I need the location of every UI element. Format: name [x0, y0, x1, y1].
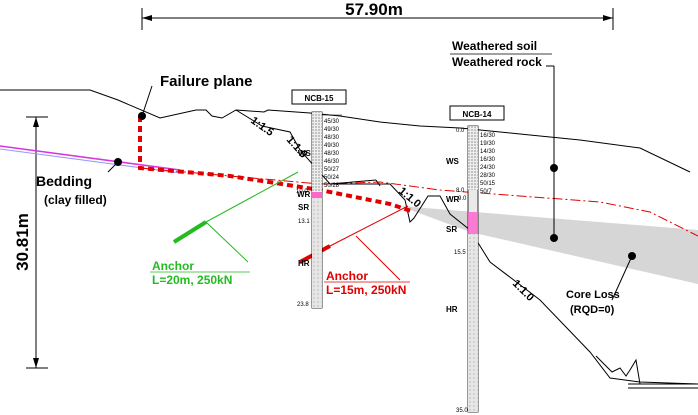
- slope-ratio-1: 1:1.5: [248, 115, 275, 139]
- ncb14-depth-4: 15.5: [454, 250, 466, 256]
- ncb14-zone-ws: WS: [446, 157, 460, 166]
- ncb15-spt-8: 50/24: [324, 175, 340, 181]
- slope-profile: [235, 109, 698, 385]
- ground-surface: [0, 89, 691, 173]
- ncb14-spt-1: 16/30: [480, 133, 496, 139]
- ncb15-spt-7: 50/27: [324, 167, 340, 173]
- anchor-green-bar: [172, 220, 208, 244]
- core-loss-sublabel: (RQD=0): [570, 304, 615, 316]
- weathered-soil-label: Weathered soil: [452, 39, 537, 53]
- ncb14-depth-1: 0.0: [456, 128, 465, 134]
- top-dimension: 57.90m: [141, 0, 614, 30]
- weathered-boundary-line: [139, 167, 698, 237]
- ncb14-spt-2: 19/30: [480, 141, 496, 147]
- ncb14-depth-5: 35.0: [456, 408, 468, 414]
- ncb14-spt-7: 50/15: [480, 181, 496, 187]
- ncb15-spt-2: 49/30: [324, 127, 340, 133]
- ncb15-zone-ws: WS: [298, 149, 312, 158]
- borehole-ncb-15: NCB-15 45/30 49/30 48/30 49/30 48/30 46/…: [291, 89, 347, 309]
- failure-plane-label: Failure plane: [160, 73, 253, 90]
- anchor-green-spec: L=20m, 250kN: [152, 273, 232, 287]
- ncb14-depth-3: 9.0: [458, 196, 467, 202]
- ncb14-zone-sr: SR: [446, 225, 457, 234]
- bedding-label: Bedding: [36, 173, 92, 189]
- weathered-rock-label: Weathered rock: [452, 55, 542, 69]
- ncb15-spt-4: 49/30: [324, 143, 340, 149]
- ncb14-spt-5: 24/30: [480, 165, 496, 171]
- ncb14-zone-wr: WR: [446, 195, 460, 204]
- ncb15-spt-3: 48/30: [324, 135, 340, 141]
- ncb15-zone-sr: SR: [298, 203, 309, 212]
- ncb15-spt-6: 46/30: [324, 159, 340, 165]
- ncb15-depth-2: 13.1: [298, 219, 310, 225]
- slope-ratio-4: 1:1.0: [510, 278, 536, 304]
- borehole-ncb-14-name: NCB-14: [463, 110, 492, 119]
- ncb15-spt-9: 50/28: [324, 183, 340, 189]
- borehole-ncb-15-name: NCB-15: [305, 94, 334, 103]
- ncb14-spt-8: 50/7: [480, 189, 492, 195]
- top-dimension-label: 57.90m: [345, 0, 403, 19]
- anchor-red-title: Anchor: [326, 269, 368, 283]
- core-loss-label: Core Loss: [566, 289, 620, 301]
- anchor-green-title: Anchor: [152, 259, 194, 273]
- failure-plane-line: [138, 116, 415, 214]
- ncb15-depth-3: 23.8: [297, 302, 309, 308]
- bedding-sublabel: (clay filled): [44, 193, 107, 207]
- ncb15-zone-hr: HR: [298, 259, 310, 268]
- ncb15-spt-1: 45/30: [324, 119, 340, 125]
- ncb14-spt-3: 14/30: [480, 149, 496, 155]
- ncb15-spt-5: 48/30: [324, 151, 340, 157]
- anchor-red-spec: L=15m, 250kN: [326, 283, 406, 297]
- ncb14-zone-hr: HR: [446, 305, 458, 314]
- left-dimension-label: 30.81m: [13, 213, 32, 271]
- bedding-plane: [0, 145, 181, 171]
- ncb14-depth-2: 8.0: [456, 188, 465, 194]
- ncb14-spt-4: 16/30: [480, 157, 496, 163]
- ncb14-spt-6: 28/30: [480, 173, 496, 179]
- ncb15-depth-1: 10.0: [296, 189, 308, 195]
- core-loss-zone: [400, 206, 698, 284]
- left-dimension: 30.81m: [13, 116, 48, 369]
- ncb15-zone-wr: WR: [297, 190, 311, 199]
- borehole-ncb-14: NCB-14 16/30 19/30 14/30 16/30 24/30 28/…: [446, 105, 505, 414]
